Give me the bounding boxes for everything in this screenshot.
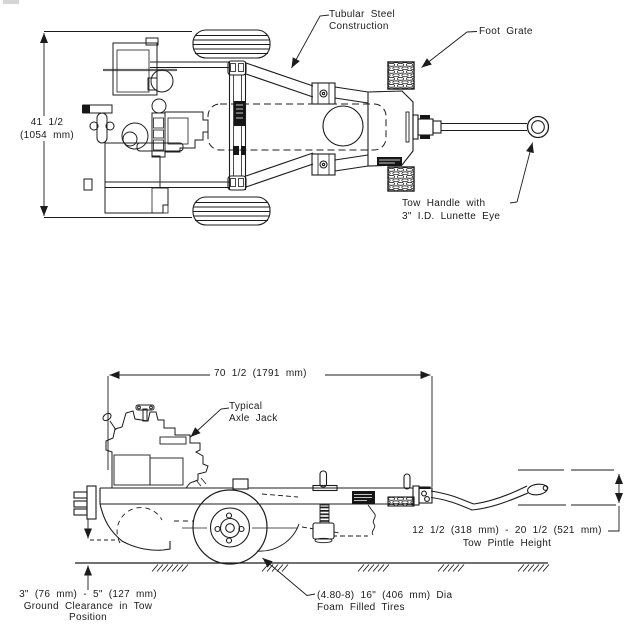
pin-plate <box>312 484 338 492</box>
callout-tow-handle: Tow Handle with 3" I.D. Lunette Eye <box>402 197 500 223</box>
dimension-ground-clearance <box>84 519 118 590</box>
platform-label-plate <box>377 157 402 166</box>
callout-tubular-steel: Tubular Steel Construction <box>329 9 395 33</box>
break-squiggle <box>367 504 376 536</box>
tow-handle-plan <box>412 114 550 140</box>
dimension-label-overall-length: 70 1/2 (1791 mm) <box>214 368 307 380</box>
leader-axle-jack <box>190 407 230 438</box>
callout-line: Typical <box>229 401 263 412</box>
fender-curve <box>99 503 171 551</box>
engine-assembly-plan <box>82 37 209 214</box>
dimension-overall-width <box>40 31 192 218</box>
callout-line: Tubular Steel <box>329 9 396 20</box>
hidden-wheel-arc <box>116 507 163 544</box>
frame-pin-right <box>403 473 411 490</box>
callout-foam-tires: (4.80-8) 16" (406 mm) Dia Foam Filled Ti… <box>317 590 452 614</box>
frame-tubes <box>103 61 229 189</box>
dimension-label-ground-clearance: 3" (76 mm) - 5" (127 mm) Ground Clearanc… <box>8 589 168 624</box>
dimension-metric: (1054 mm) <box>19 130 75 141</box>
dimension-value: 41 1/2 <box>30 117 64 128</box>
a-frame-clamp-upper <box>311 82 336 105</box>
dimension-label-overall-width: 41 1/2 (1054 mm) <box>16 116 78 142</box>
tow-hitch-side <box>412 485 433 506</box>
dimension-value: 70 1/2 (1791 mm) <box>214 368 307 379</box>
axle-label-plate <box>234 101 245 126</box>
foot-grate-side <box>387 496 415 507</box>
jack-screw <box>319 504 330 524</box>
leader-tow-handle <box>509 142 534 204</box>
lunette-eye <box>526 115 550 139</box>
frame-pin-left <box>319 470 328 488</box>
foot-grate-upper <box>387 61 415 90</box>
top-view-tire-upper <box>192 29 271 59</box>
callout-axle-jack: Typical Axle Jack <box>229 401 278 425</box>
a-frame-clamp-lower <box>311 153 336 176</box>
foot-grate-lower <box>387 166 415 192</box>
top-view-tire-lower <box>192 196 271 226</box>
axle-assembly <box>227 60 247 191</box>
jack-foot <box>312 522 335 540</box>
rear-platform <box>367 90 414 167</box>
callout-line: 3" I.D. Lunette Eye <box>402 211 501 222</box>
dimension-value: 12 1/2 (318 mm) - 20 1/2 (521 mm) <box>412 525 602 536</box>
front-bumper <box>73 485 194 551</box>
frame-label-plate <box>352 491 376 536</box>
top-view <box>40 14 550 226</box>
ground-hatching <box>151 564 550 572</box>
ground-line <box>75 562 550 572</box>
dimension-caption: Tow Pintle Height <box>462 537 552 549</box>
tow-handle-side <box>430 483 549 511</box>
dimension-caption: Position <box>69 612 107 623</box>
leader-foam-tires <box>262 557 316 596</box>
dimension-label-tow-pintle-height: 12 1/2 (318 mm) - 20 1/2 (521 mm) Tow Pi… <box>406 525 608 550</box>
dimension-tow-pintle-height <box>518 469 623 532</box>
leader-tubular-steel <box>291 14 330 69</box>
wheel <box>182 489 300 565</box>
a-frame-tow-bar <box>245 62 369 188</box>
side-view <box>73 371 623 596</box>
callout-line: Foot Grate <box>479 26 533 37</box>
dimension-overall-length <box>107 371 433 487</box>
flywheel-circle <box>322 105 364 147</box>
leader-foot-grate <box>421 31 478 68</box>
engine-side <box>102 404 209 489</box>
callout-line: Foam Filled Tires <box>317 602 405 613</box>
axle-jack <box>312 504 335 544</box>
handle-grip-cap <box>527 483 548 496</box>
dimension-value: 3" (76 mm) - 5" (127 mm) <box>19 589 157 600</box>
callout-line: Axle Jack <box>229 413 278 424</box>
callout-line: Tow Handle with <box>402 198 486 209</box>
far-wheel-arc <box>256 523 300 552</box>
dimension-caption: Ground Clearance in Tow <box>23 600 153 612</box>
callout-line: (4.80-8) 16" (406 mm) Dia <box>317 590 453 601</box>
callout-foot-grate: Foot Grate <box>479 26 533 38</box>
scan-artifact <box>3 0 19 4</box>
platform-slot <box>405 111 410 143</box>
frame-rail <box>99 478 415 537</box>
callout-line: Construction <box>329 21 389 32</box>
